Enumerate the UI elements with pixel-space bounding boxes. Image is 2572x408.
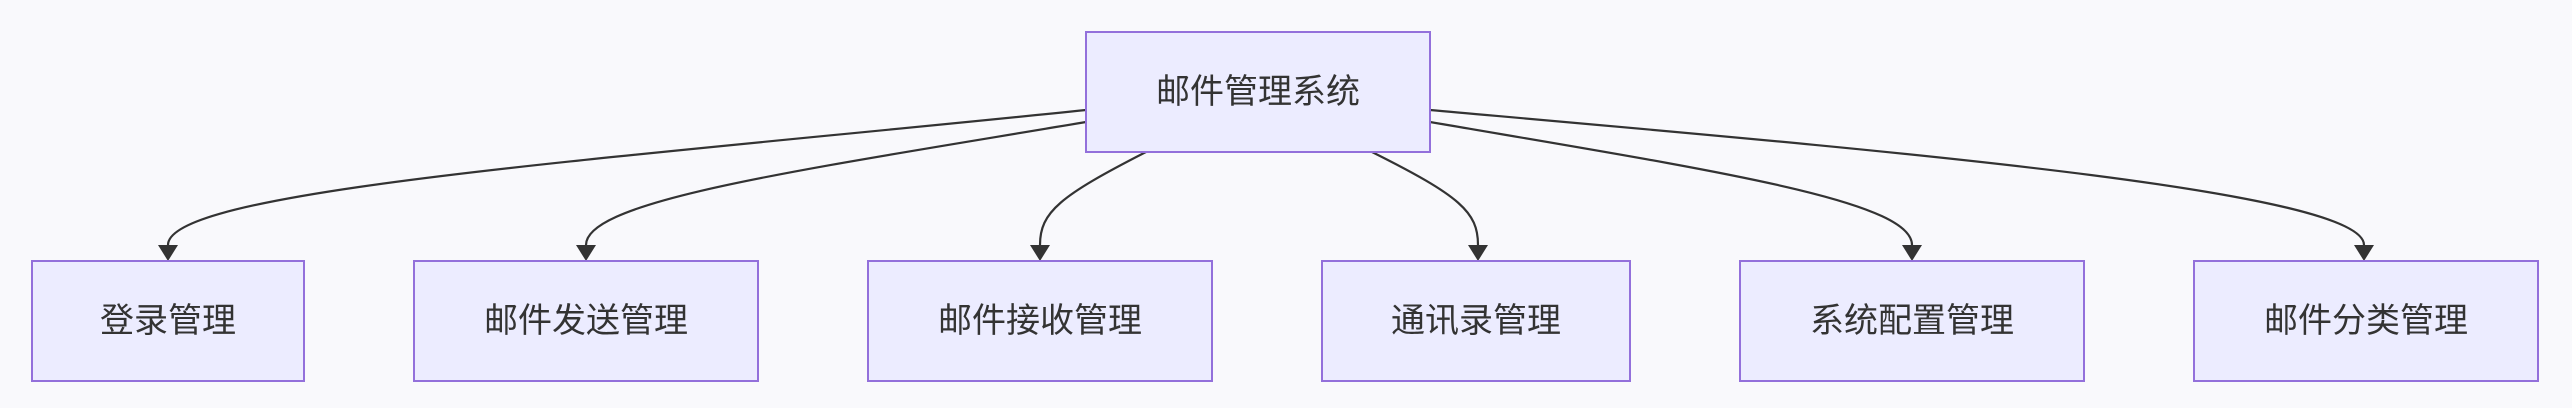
arrowhead-login	[158, 245, 178, 261]
node-receive-box	[867, 260, 1213, 382]
edges-group	[158, 108, 2374, 261]
node-send-box	[413, 260, 759, 382]
node-root-label: 邮件管理系统	[1156, 72, 1360, 112]
edge-root-config	[1429, 120, 1914, 246]
arrowhead-send	[576, 245, 596, 261]
node-login-label: 登录管理	[100, 301, 236, 341]
arrowhead-category	[2354, 245, 2374, 261]
node-receive-label: 邮件接收管理	[938, 301, 1142, 341]
edge-root-receive	[1038, 151, 1147, 246]
node-receive: 邮件接收管理	[867, 260, 1213, 382]
node-root-box	[1085, 31, 1431, 153]
edge-root-login	[166, 108, 1087, 246]
node-config-label: 系统配置管理	[1810, 301, 2014, 341]
edge-root-send	[584, 120, 1087, 246]
node-contacts: 通讯录管理	[1321, 260, 1631, 382]
node-contacts-box	[1321, 260, 1631, 382]
node-send-label: 邮件发送管理	[484, 301, 688, 341]
arrowhead-config	[1902, 245, 1922, 261]
edge-root-contacts	[1371, 151, 1480, 246]
node-contacts-label: 通讯录管理	[1391, 301, 1561, 341]
node-root: 邮件管理系统	[1085, 31, 1431, 153]
node-login: 登录管理	[31, 260, 305, 382]
node-send: 邮件发送管理	[413, 260, 759, 382]
node-config: 系统配置管理	[1739, 260, 2085, 382]
edge-root-category	[1429, 108, 2366, 246]
arrowhead-receive	[1030, 245, 1050, 261]
node-category-box	[2193, 260, 2539, 382]
node-login-box	[31, 260, 305, 382]
node-category: 邮件分类管理	[2193, 260, 2539, 382]
node-category-label: 邮件分类管理	[2264, 301, 2468, 341]
arrowhead-contacts	[1468, 245, 1488, 261]
node-config-box	[1739, 260, 2085, 382]
